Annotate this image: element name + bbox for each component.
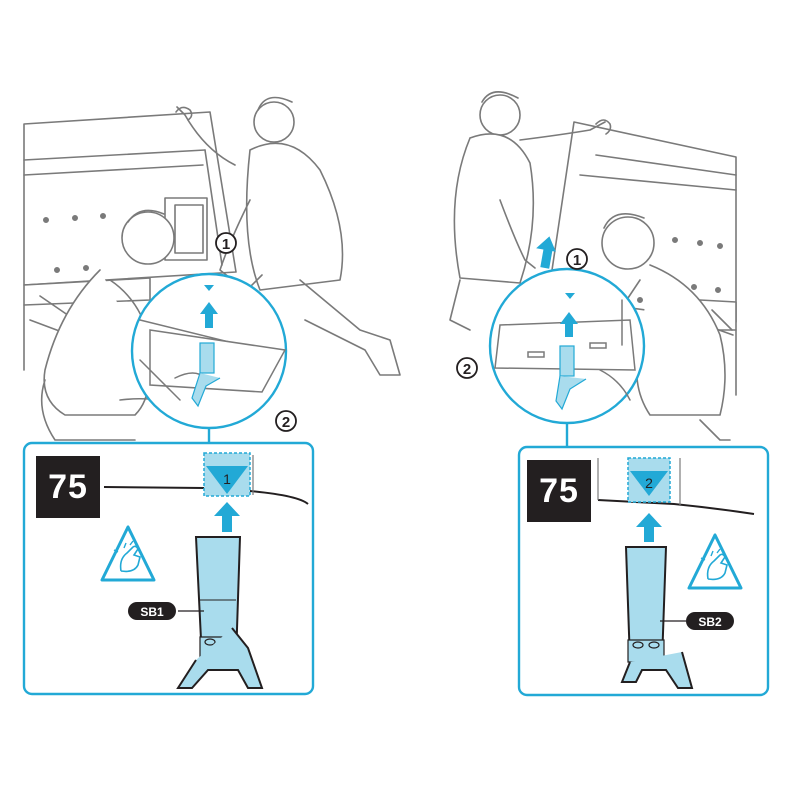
right-hand-top <box>595 119 612 135</box>
right-step-2-badge: 2 <box>456 357 478 379</box>
svg-text:SB2: SB2 <box>698 615 722 629</box>
left-up-arrow-small <box>200 285 218 328</box>
left-hand-top <box>175 106 193 121</box>
svg-text:SB1: SB1 <box>140 605 164 619</box>
left-magnifier <box>130 272 288 430</box>
svg-text:1: 1 <box>222 236 230 253</box>
left-size-badge: 75 <box>36 456 100 518</box>
left-pinch-caution-icon <box>100 525 156 582</box>
left-person-lifting <box>176 96 401 376</box>
svg-text:1: 1 <box>223 471 231 487</box>
svg-text:2: 2 <box>645 475 653 491</box>
right-step-1-badge: 1 <box>566 248 588 270</box>
right-size-badge: 75 <box>527 460 591 522</box>
left-tv-panel <box>23 111 237 286</box>
svg-text:2: 2 <box>463 361 471 378</box>
right-pinch-caution-icon <box>687 533 743 590</box>
left-step-2-badge: 2 <box>275 410 297 432</box>
right-up-arrow-small <box>560 293 578 337</box>
right-magnifier <box>488 267 646 425</box>
right-person-kneeling <box>564 212 731 441</box>
svg-text:1: 1 <box>573 252 581 269</box>
right-person-lifting <box>449 91 606 331</box>
svg-text:2: 2 <box>282 414 290 431</box>
right-up-arrow-large <box>536 236 556 269</box>
left-step-1-badge: 1 <box>215 232 237 254</box>
right-scene <box>449 91 737 441</box>
